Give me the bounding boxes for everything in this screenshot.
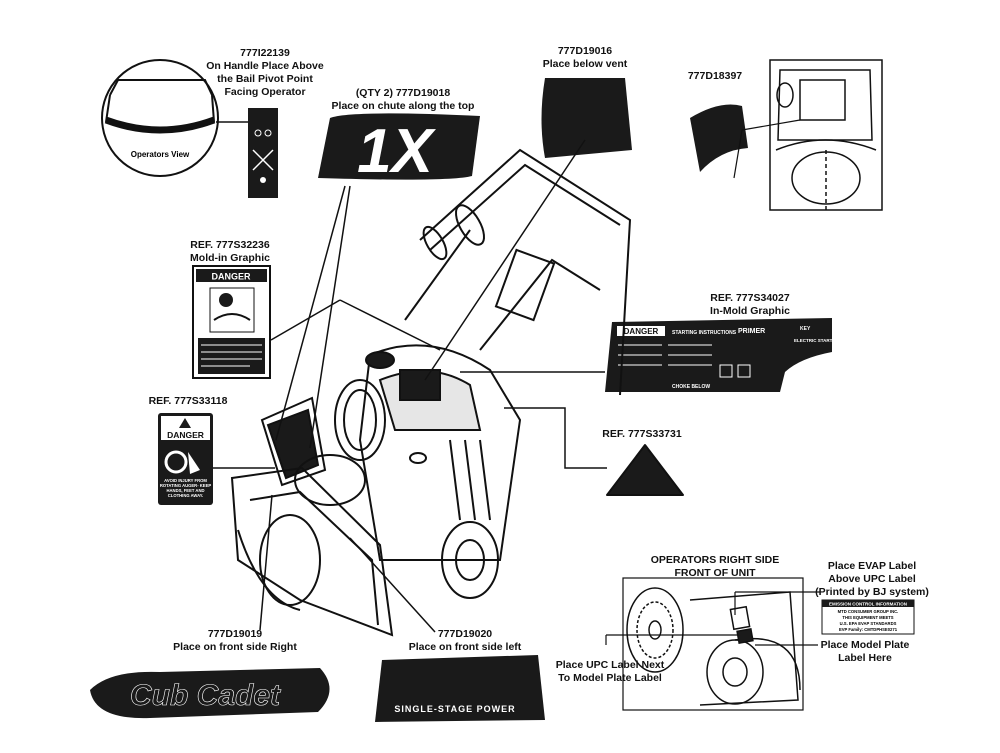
side-decal bbox=[690, 104, 748, 172]
front-left-label: 777D19020 Place on front side left bbox=[408, 628, 522, 653]
emission-line-2: THIS EQUIPMENT MEETS bbox=[842, 615, 893, 620]
brand-script-text: Cub Cadet bbox=[130, 679, 282, 712]
single-stage-power-decal: SINGLE-STAGE POWER bbox=[375, 655, 545, 722]
vent-decal-label: 777D19016 Place below vent bbox=[542, 45, 628, 70]
evap-label-note: Place EVAP Label Above UPC Label (Printe… bbox=[815, 560, 929, 598]
in-mold-graphic-label: REF. 777S34027 In-Mold Graphic bbox=[710, 292, 790, 317]
chute-1x-decal: 1X bbox=[318, 113, 480, 186]
operators-view-label: Operators View bbox=[131, 150, 190, 159]
emission-control-label: EMISSION CONTROL INFORMATION MTD CONSUME… bbox=[821, 599, 915, 635]
handle-inset bbox=[101, 59, 248, 177]
operators-right-side-inset bbox=[605, 577, 820, 711]
unit-front-inset bbox=[733, 59, 883, 211]
emission-line-4: EVP Family: CMTDPHSE0271 bbox=[839, 627, 898, 632]
operators-right-side-label: OPERATORS RIGHT SIDE FRONT OF UNIT bbox=[650, 554, 780, 579]
danger-sign-text: AVOID INJURY FROM ROTATING AUGER- KEEP H… bbox=[159, 478, 212, 498]
ref-33731-label: REF. 777S33731 bbox=[602, 428, 682, 440]
side-decal-label: 777D18397 bbox=[687, 70, 743, 82]
vent-decal bbox=[541, 78, 632, 158]
ref-33118-label: REF. 777S33118 bbox=[148, 395, 228, 407]
emission-line-3: U.S. EPA EVAP STANDARDS bbox=[840, 621, 897, 626]
in-mold-decal: DANGER STARTING INSTRUCTIONS PRIMER KEY … bbox=[605, 318, 833, 392]
snow-thrower-drawing bbox=[230, 148, 632, 637]
triangle-leader bbox=[504, 407, 607, 469]
single-stage-power-text: SINGLE-STAGE POWER bbox=[394, 704, 515, 714]
front-right-label: 777D19019 Place on front side Right bbox=[173, 628, 297, 653]
in-mold-choke-text: CHOKE BELOW bbox=[672, 384, 710, 390]
mold-in-danger-decal: DANGER bbox=[192, 265, 271, 379]
in-mold-danger-text: DANGER bbox=[624, 327, 659, 336]
chute-1x-text: 1X bbox=[357, 117, 436, 186]
leader-lines bbox=[213, 139, 605, 633]
chute-decal-label: (QTY 2) 777D19018 Place on chute along t… bbox=[331, 87, 475, 112]
handle-decal bbox=[248, 108, 278, 198]
upc-label-note: Place UPC Label Next To Model Plate Labe… bbox=[555, 659, 665, 684]
handle-decal-label: 777I22139 On Handle Place Above the Bail… bbox=[206, 47, 324, 98]
warning-triangle-decal bbox=[606, 444, 684, 496]
brand-script-decal: Cub Cadet bbox=[90, 668, 330, 719]
mold-in-danger-header: DANGER bbox=[211, 272, 251, 282]
danger-sign-decal: DANGER AVOID INJURY FROM ROTATING AUGER-… bbox=[158, 413, 213, 505]
in-mold-starting-text: STARTING INSTRUCTIONS bbox=[672, 330, 737, 336]
model-plate-note: Place Model Plate Label Here bbox=[820, 639, 910, 664]
mold-in-graphic-label: REF. 777S32236 Mold-in Graphic bbox=[190, 239, 270, 264]
in-mold-electric-text: ELECTRIC START bbox=[794, 338, 833, 343]
emission-title: EMISSION CONTROL INFORMATION bbox=[829, 602, 907, 607]
emission-line-1: MTD CONSUMER GROUP INC. bbox=[838, 609, 899, 614]
in-mold-primer-text: PRIMER bbox=[738, 328, 765, 335]
danger-sign-header: DANGER bbox=[167, 430, 204, 440]
in-mold-key-text: KEY bbox=[800, 326, 811, 332]
